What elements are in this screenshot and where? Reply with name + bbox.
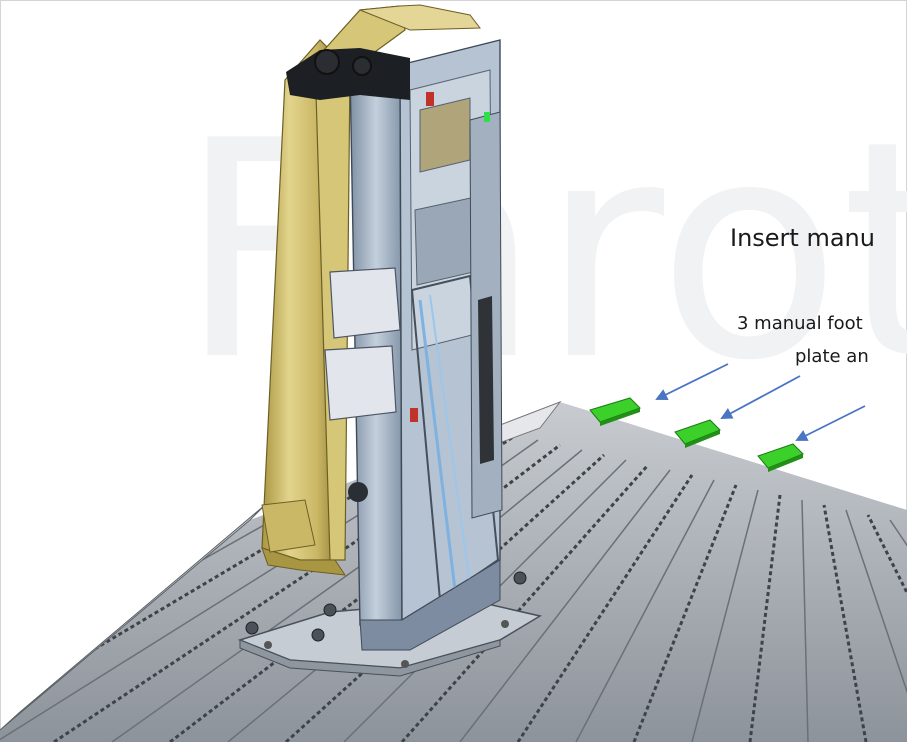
- rail-groove: [801, 499, 809, 742]
- annotation-note-line1: 3 manual foot: [737, 313, 863, 334]
- knob-icon: [323, 603, 337, 617]
- yellow-panels: [261, 4, 481, 576]
- pointer-arrows: [655, 363, 866, 441]
- rail-groove: [845, 509, 907, 742]
- arrow-icon: [720, 375, 801, 419]
- top-clamp: [286, 48, 410, 100]
- knob-icon: [245, 621, 259, 635]
- arrow-icon: [655, 363, 729, 400]
- green-foot-block-icon: [674, 419, 721, 448]
- knob-icon: [348, 482, 368, 502]
- rail-groove: [866, 514, 907, 742]
- rail-groove: [0, 423, 473, 742]
- steel-frame: [348, 39, 503, 651]
- arrow-icon: [795, 405, 866, 441]
- knob-icon: [311, 628, 325, 642]
- rail-groove: [284, 453, 606, 742]
- red-tab: [410, 408, 418, 422]
- green-foot-block-icon: [589, 397, 641, 426]
- green-foot-block-icon: [757, 443, 804, 472]
- red-tab: [426, 92, 434, 106]
- rail-groove: [400, 464, 650, 742]
- manual-feet: [589, 397, 804, 472]
- rail-groove: [575, 479, 715, 742]
- rail-groove: [822, 504, 868, 742]
- rail-groove: [691, 489, 759, 742]
- knob-icon: [513, 571, 527, 585]
- annotation-note-line2: plate an: [795, 346, 869, 367]
- rail-grooves: [0, 419, 907, 742]
- white-brackets: [324, 267, 401, 421]
- annotation-title: Insert manu: [730, 224, 875, 252]
- rail-groove: [459, 469, 671, 742]
